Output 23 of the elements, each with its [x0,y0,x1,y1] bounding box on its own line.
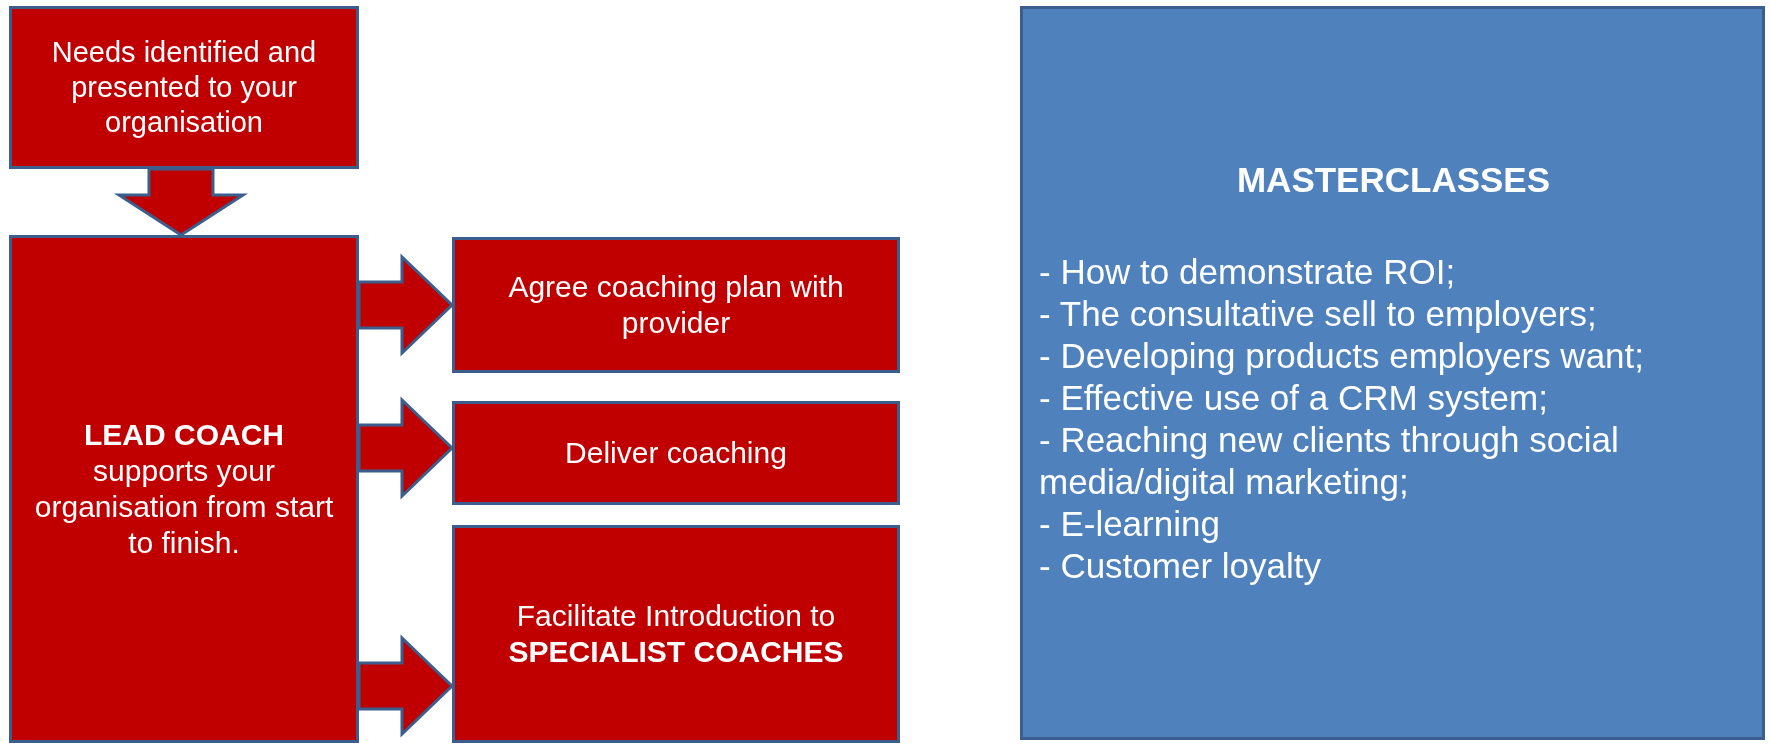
block-arrow [113,167,249,237]
box-text: - Customer loyalty [1039,545,1323,587]
process-box [452,237,900,373]
box-text: Deliver coaching [565,435,787,471]
box-text: - E-learning [1039,503,1221,545]
block-arrow [357,396,455,500]
process-box [452,401,900,505]
box-text: LEAD COACH supports your organisation from start to finish. [33,417,335,561]
box-text: - How to demonstrate ROI; [1039,251,1457,293]
box-heading: MASTERCLASSES [1235,159,1552,201]
block-arrow [357,634,455,738]
process-box [1020,6,1765,740]
box-text: - Effective use of a CRM system; [1039,377,1549,419]
block-arrow [357,253,455,357]
box-text: - Reaching new clients through social media/digital marketing; [1039,419,1620,503]
box-text: Agree coaching plan with provider [507,269,845,341]
process-box [9,6,359,169]
box-text: - Developing products employers want; [1039,335,1645,377]
box-text: Needs identified and presented to your organisation [50,35,318,140]
box-text: - The consultative sell to employers; [1039,293,1598,335]
process-box [452,525,900,743]
process-box [9,235,359,743]
box-text: Facilitate Introduction to SPECIALIST COACHES [507,598,845,670]
